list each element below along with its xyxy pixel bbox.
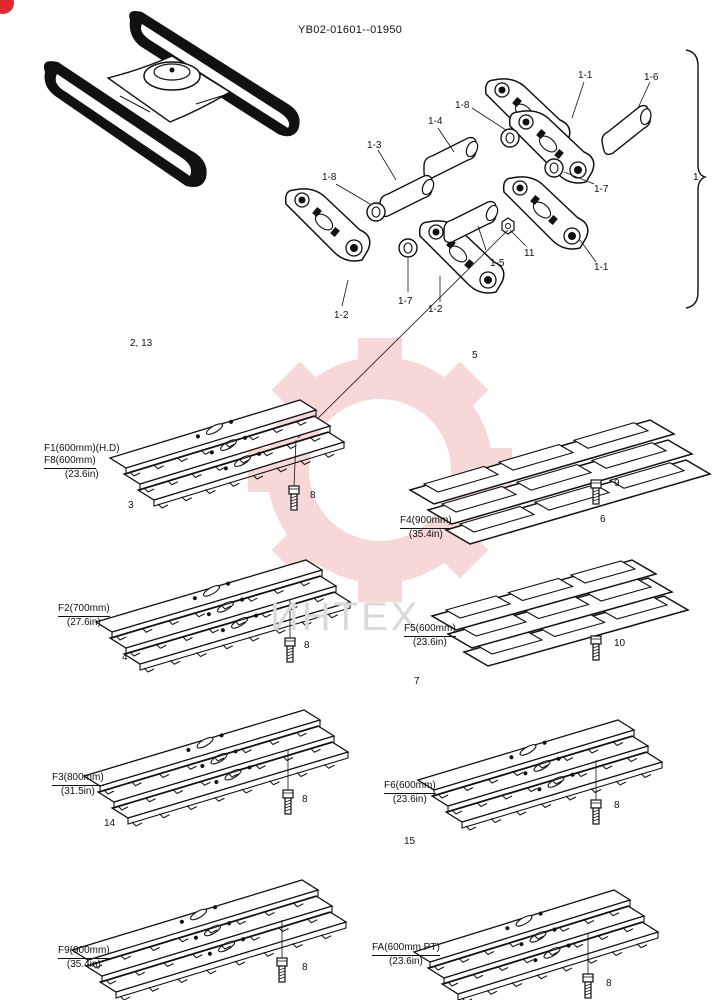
caption-f2: F2(700mm) (27.6in): [58, 603, 110, 629]
caption-f4: F4(900mm) (35.4in): [400, 515, 452, 541]
caption-f4-line1: F4(900mm): [400, 515, 452, 529]
part-label-1-4: 1-4: [428, 116, 443, 127]
caption-f1-line2: F8(600mm): [44, 455, 96, 469]
part-label-1-6: 1-6: [644, 72, 659, 83]
caption-fa-inch: (23.6in): [388, 956, 423, 967]
part-label-1-8-top: 1-8: [455, 100, 470, 111]
part-label-1-2-left: 1-2: [334, 310, 349, 321]
caption-fa: FA(600mm PT) (23.6in): [372, 942, 440, 968]
serial-range-header: YB02-01601--01950: [298, 24, 403, 36]
track-shoe-illustrations: [70, 399, 712, 1000]
part-label-1-3: 1-3: [367, 140, 382, 151]
part-label-1-1-top: 1-1: [578, 70, 593, 81]
shoe-ref-f6: 7: [414, 676, 420, 687]
watermark-text: ИНТЕХ: [270, 595, 421, 639]
part-label-1-5: 1-5: [490, 258, 505, 269]
corner-marker-icon: [0, 0, 14, 14]
bolt-label-fa: 8: [606, 978, 612, 989]
shoe-ref-f5: 6: [600, 514, 606, 525]
caption-f5: F5(600mm) (23.6in): [404, 623, 456, 649]
shoe-f3: [82, 709, 350, 827]
shoe-f9: [70, 879, 348, 1000]
caption-f2-inch: (27.6in): [66, 617, 101, 628]
shoe-ref-fa: 15: [404, 836, 416, 847]
bolt-label-f4: 9: [614, 478, 620, 489]
part-label-1-8-left: 1-8: [322, 172, 337, 183]
bolt-label-f6: 8: [614, 800, 620, 811]
assembly-bracket-label: 1: [693, 172, 699, 183]
shoe-ref-f9: 14: [104, 818, 116, 829]
caption-f3-inch: (31.5in): [60, 786, 95, 797]
caption-fa-line1: FA(600mm PT): [372, 942, 440, 956]
shoe-f1: [108, 399, 346, 511]
part-label-11: 11: [524, 248, 535, 259]
caption-f9: F9(900mm) (35.4in): [58, 945, 110, 971]
caption-f5-line1: F5(600mm): [404, 623, 456, 637]
caption-f2-line1: F2(700mm): [58, 603, 110, 617]
part-label-1-7-right: 1-7: [594, 184, 609, 195]
part-label-1-2-mid: 1-2: [428, 304, 443, 315]
shoe-ref-f2: 3: [128, 500, 134, 511]
shoe-f2: [94, 559, 352, 673]
bolt-label-f2: 8: [304, 640, 310, 651]
bolt-label-f5: 10: [614, 638, 626, 649]
bolt-label-f3: 8: [302, 794, 308, 805]
caption-f9-inch: (35.4in): [66, 959, 101, 970]
caption-f6-line1: F6(600mm): [384, 780, 436, 794]
caption-f9-line1: F9(900mm): [58, 945, 110, 959]
shoe-ref-f1: 2, 13: [130, 338, 153, 349]
caption-f1: F1(600mm)(H.D) F8(600mm) (23.6in): [44, 443, 120, 481]
bolt-label-f1: 8: [310, 490, 316, 501]
crawler-undercarriage-illustration: [43, 11, 300, 187]
part-label-1-7-bottom: 1-7: [398, 296, 413, 307]
shoe-ref-f4: 5: [472, 350, 478, 361]
shoe-ref-f3: 4: [122, 652, 128, 663]
shoe-f5: [430, 559, 690, 667]
track-link-exploded-view: [284, 49, 708, 439]
shoe-f6: [416, 719, 664, 831]
shoe-fa: [412, 889, 660, 1000]
caption-f4-inch: (35.4in): [408, 529, 443, 540]
caption-f1-inch: (23.6in): [64, 469, 99, 480]
caption-f6: F6(600mm) (23.6in): [384, 780, 436, 806]
shoe-f4: [408, 419, 712, 545]
part-label-1-1-bottom: 1-1: [594, 262, 609, 273]
caption-f6-inch: (23.6in): [392, 794, 427, 805]
caption-f5-inch: (23.6in): [412, 637, 447, 648]
caption-f3-line1: F3(800mm): [52, 772, 104, 786]
caption-f3: F3(800mm) (31.5in): [52, 772, 104, 798]
bolt-label-f9: 8: [302, 962, 308, 973]
caption-f1-line1: F1(600mm)(H.D): [44, 443, 120, 454]
